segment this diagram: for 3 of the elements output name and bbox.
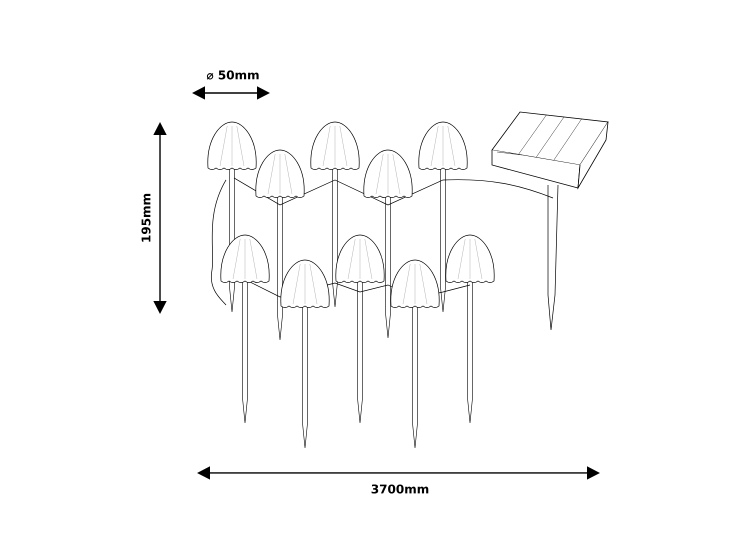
dimension-label: 3700mm [372, 484, 428, 494]
dimension-label: ⌀ 50mm [206, 70, 259, 80]
dimension-label: 195mm [141, 194, 151, 242]
